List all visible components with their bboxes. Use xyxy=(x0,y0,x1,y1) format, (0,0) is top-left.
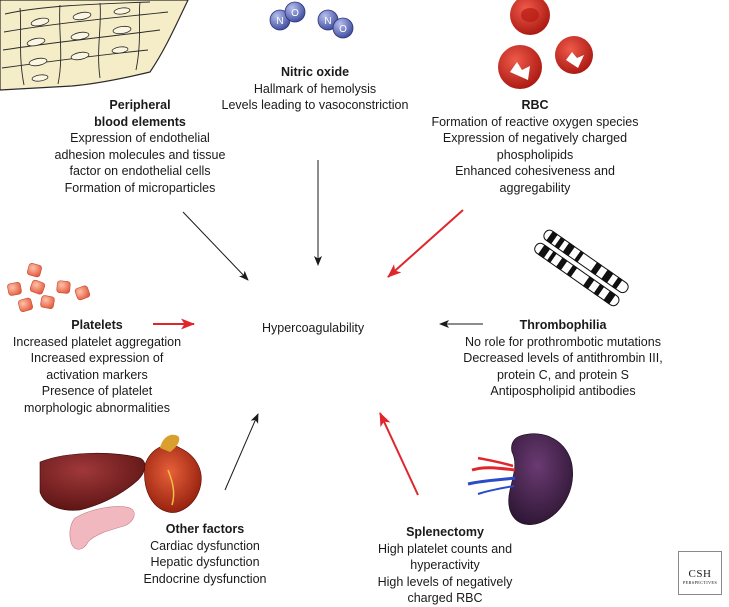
peripheral-line: factor on endothelial cells xyxy=(69,164,211,178)
nitric-oxide-line: Hallmark of hemolysis xyxy=(253,81,377,96)
no-letter-1: N xyxy=(276,16,283,27)
spleen-illustration xyxy=(467,433,573,525)
platelets-line: Increased platelet aggregation xyxy=(12,334,182,349)
rbc-block: RBC Formation of reactive oxygen species… xyxy=(412,97,658,196)
splenectomy-line: High platelet counts and xyxy=(377,541,513,556)
splenectomy-block: Splenectomy High platelet counts and hyp… xyxy=(355,524,535,607)
peripheral-line: Formation of microparticles xyxy=(64,180,216,195)
peripheral-title: blood elements xyxy=(94,114,186,129)
other-factors-title: Other factors xyxy=(165,522,245,536)
platelets-line: Presence of platelet xyxy=(41,384,153,398)
rbc-line: Enhanced cohesiveness and xyxy=(455,164,615,178)
organs-illustration xyxy=(39,434,202,550)
no-letter-4: O xyxy=(339,24,347,35)
rbc-line: Expression of negatively charged xyxy=(442,131,628,145)
csh-perspectives-logo: CSH PERSPECTIVES xyxy=(678,551,722,595)
endothelium-illustration xyxy=(0,0,189,91)
rbc-title: RBC xyxy=(521,98,549,112)
other-factors-line: Cardiac dysfunction xyxy=(150,538,260,553)
thrombophilia-line: No role for prothrombotic mutations xyxy=(465,334,661,349)
nitric-oxide-molecules: N O N O xyxy=(269,1,354,39)
rbc-line: phospholipids xyxy=(496,147,574,162)
thrombophilia-block: Thrombophilia No role for prothrombotic … xyxy=(448,317,678,400)
platelets-line: activation markers xyxy=(46,367,148,382)
thrombophilia-title: Thrombophilia xyxy=(519,318,607,332)
platelets-line: Increased expression of xyxy=(30,351,164,365)
nitric-oxide-line: Levels leading to vasoconstriction xyxy=(221,98,409,112)
platelets-block: Platelets Increased platelet aggregation… xyxy=(2,317,192,416)
arrows xyxy=(153,160,483,496)
thrombophilia-line: Antipospholipid antibodies xyxy=(490,384,636,398)
other-factors-line: Endocrine dysfunction xyxy=(143,571,267,586)
arrow-splenectomy xyxy=(379,412,419,496)
thrombophilia-line: Decreased levels of antithrombin III, xyxy=(463,351,663,365)
center-hypercoagulability: Hypercoagulability xyxy=(262,321,365,335)
logo-sub-text: PERSPECTIVES xyxy=(682,580,718,585)
arrow-peripheral xyxy=(182,211,249,281)
arrow-other-factors xyxy=(224,413,259,491)
rbc-line: aggregability xyxy=(499,180,571,195)
nitric-oxide-title: Nitric oxide xyxy=(280,65,350,79)
splenectomy-line: hyperactivity xyxy=(410,558,480,572)
peripheral-block: Peripheral blood elements Expression of … xyxy=(30,97,250,196)
no-letter-2: O xyxy=(291,8,299,19)
peripheral-title: Peripheral xyxy=(109,98,171,112)
no-letter-3: N xyxy=(324,16,331,27)
peripheral-line: Expression of endothelial xyxy=(70,131,210,145)
splenectomy-title: Splenectomy xyxy=(406,525,484,539)
other-factors-block: Other factors Cardiac dysfunction Hepati… xyxy=(130,521,280,587)
thrombophilia-line: protein C, and protein S xyxy=(496,367,630,382)
chromosome-illustration xyxy=(534,229,629,307)
rbc-illustration xyxy=(498,0,593,89)
rbc-line: Formation of reactive oxygen species xyxy=(431,114,639,129)
platelets-line: morphologic abnormalities xyxy=(24,400,170,415)
arrow-rbc xyxy=(387,209,464,278)
platelets-title: Platelets xyxy=(71,318,123,332)
other-factors-line: Hepatic dysfunction xyxy=(150,555,260,569)
splenectomy-line: High levels of negatively xyxy=(377,574,513,589)
nitric-oxide-block: Nitric oxide Hallmark of hemolysis Level… xyxy=(185,64,445,114)
platelets-illustration xyxy=(7,263,91,312)
logo-main-text: CSH xyxy=(688,568,712,580)
peripheral-line: adhesion molecules and tissue xyxy=(54,147,226,162)
splenectomy-line: charged RBC xyxy=(407,591,483,605)
